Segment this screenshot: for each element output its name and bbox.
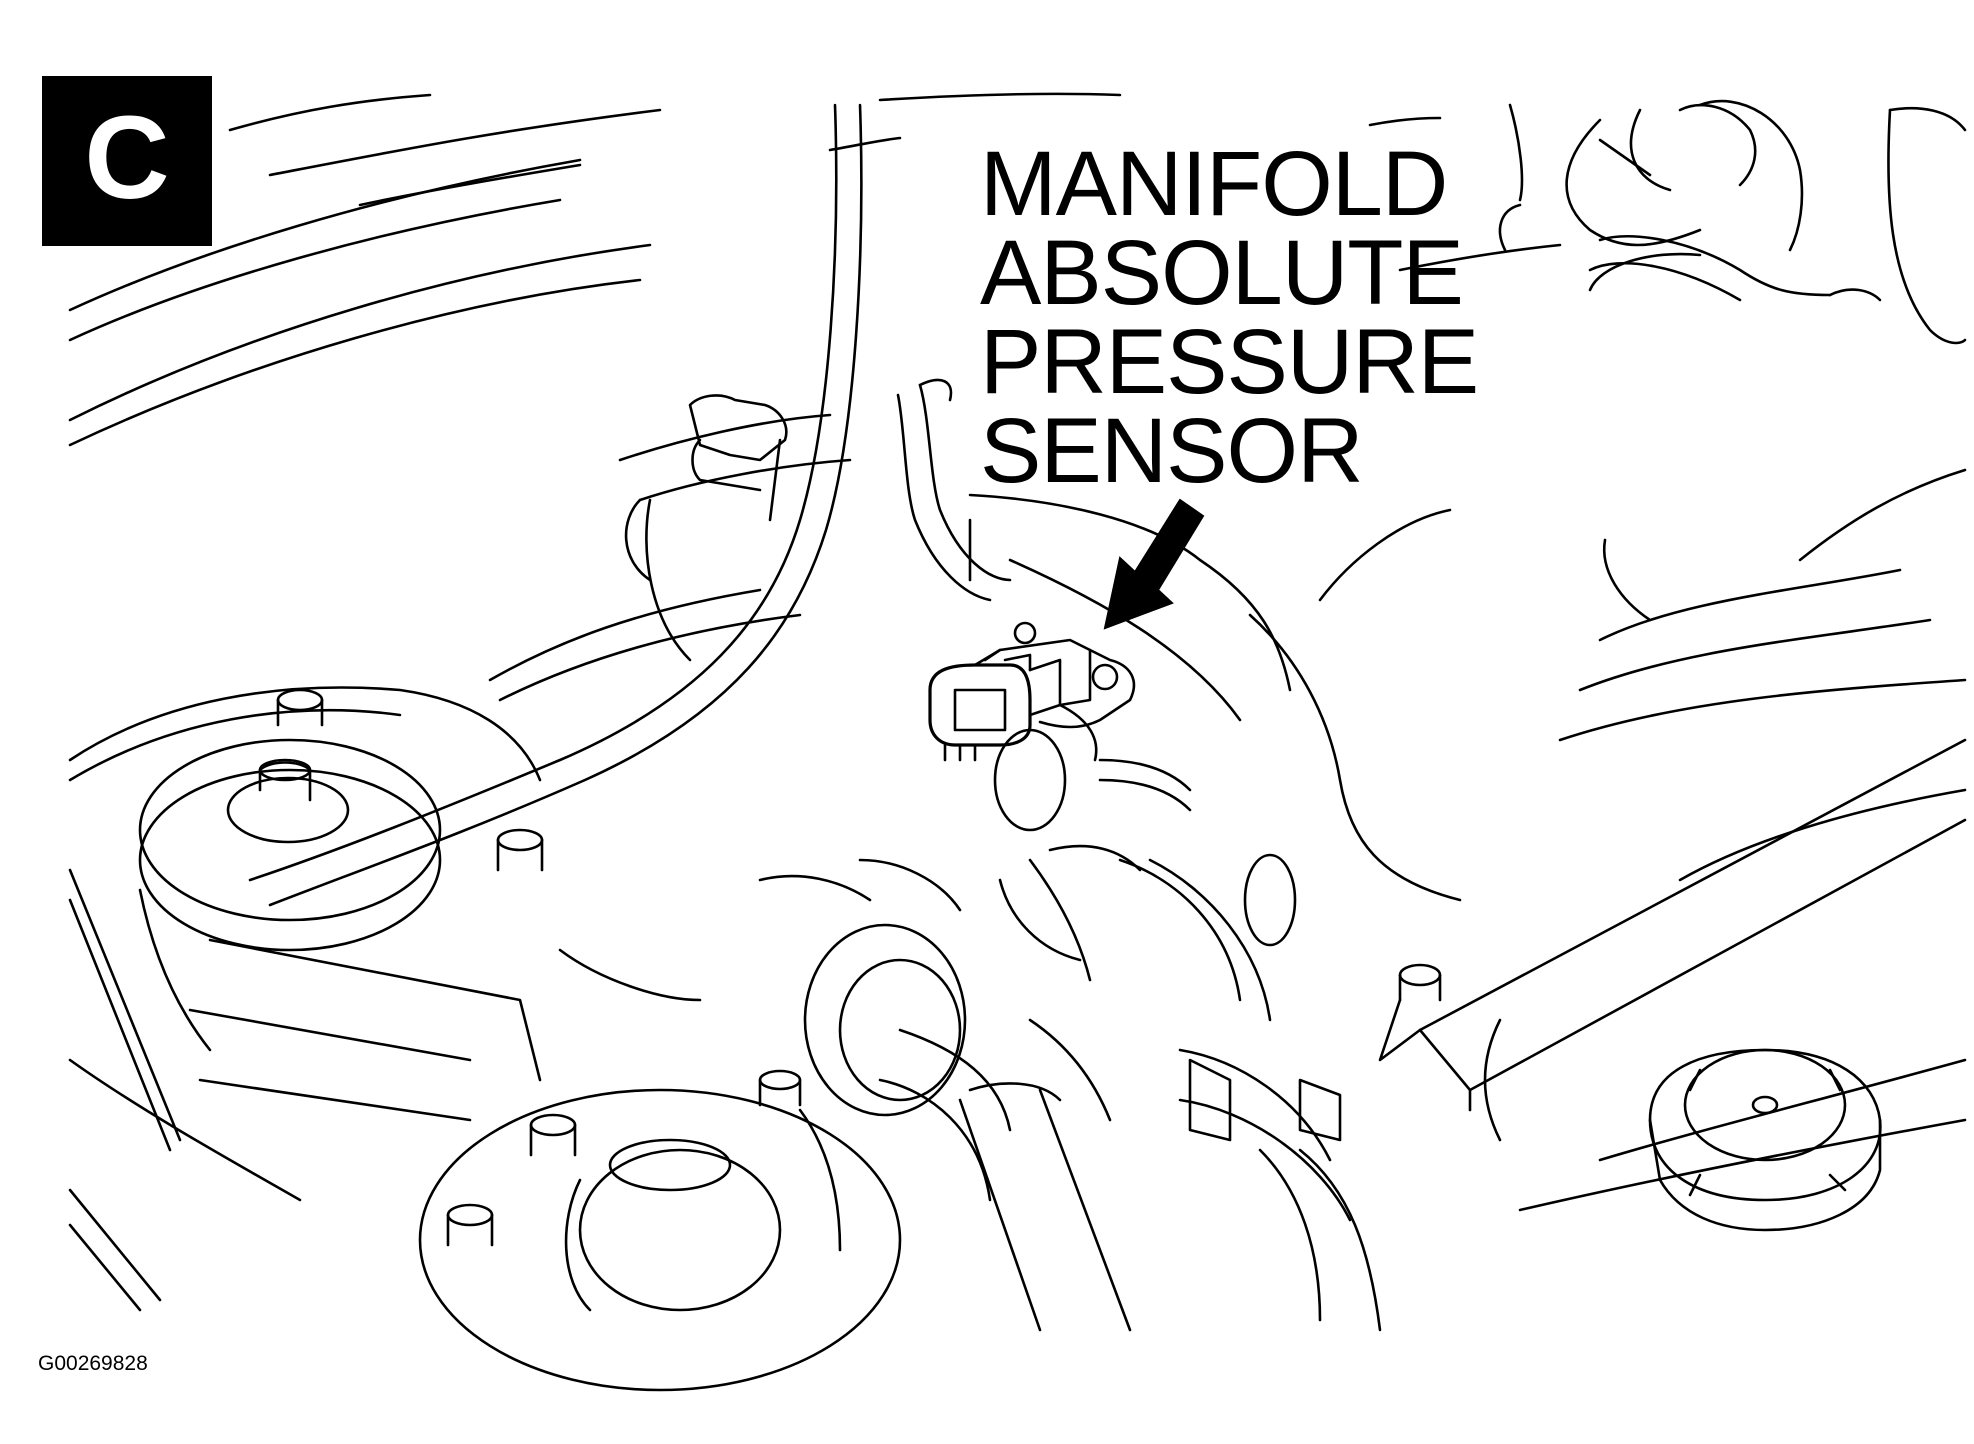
radiator-cap — [1648, 1048, 1882, 1232]
callout-line-1: MANIFOLD — [980, 133, 1448, 235]
intake-components-top-right — [1498, 99, 1967, 345]
map-sensor-assembly — [928, 621, 1136, 762]
pointer-arrow-icon — [1103, 498, 1205, 630]
sensor-callout-label: MANIFOLD ABSOLUTE PRESSURE SENSOR — [980, 133, 1479, 502]
callout-line-4: SENSOR — [980, 400, 1364, 502]
bracket-and-pipes — [645, 378, 1012, 662]
view-label-badge: C — [42, 76, 212, 246]
right-fender-rail — [1418, 468, 1967, 1212]
hose-clamps — [993, 728, 1442, 1002]
view-label-letter: C — [84, 92, 170, 224]
misc-engine-lines — [758, 508, 1652, 1142]
lower-hoses — [803, 858, 1382, 1332]
hood-panel-lines — [68, 92, 1562, 447]
left-strut-tower — [68, 686, 544, 1052]
vacuum-hose — [248, 103, 863, 907]
callout-line-3: PRESSURE — [980, 311, 1479, 413]
fluid-reservoir — [418, 1069, 902, 1392]
callout-line-2: ABSOLUTE — [980, 222, 1464, 324]
figure-id: G00269828 — [38, 1352, 148, 1375]
engine-block — [488, 413, 1462, 902]
lower-left-panels — [68, 868, 702, 1312]
